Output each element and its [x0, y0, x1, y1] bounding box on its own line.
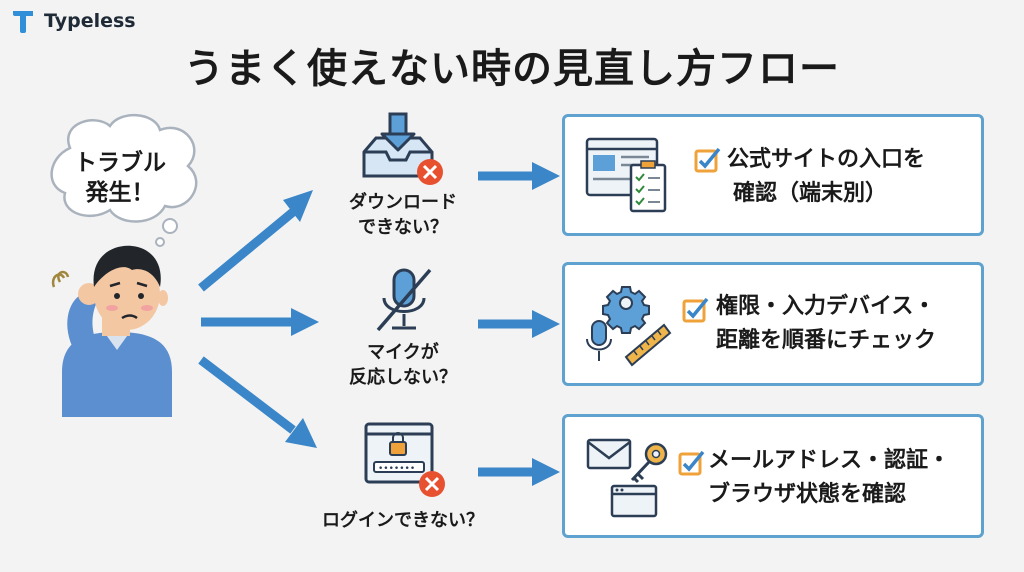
check-download-line-1: 公式サイトの入口を: [727, 147, 926, 172]
check-login-text: メールアドレス・認証・ ブラウザ状態を確認: [708, 444, 950, 512]
envelope-icon: [586, 438, 632, 470]
trouble-line-2: 発生！: [85, 180, 155, 206]
arrow-to-download: [198, 208, 296, 292]
browser-window-icon: [610, 484, 658, 518]
check-mic-text: 権限・入力デバイス・ 距離を順番にチェック: [716, 290, 936, 358]
check-login-line-2: ブラウザ状態を確認: [708, 482, 907, 507]
issue-login-line-1: ログインできない？: [322, 510, 484, 531]
checkbox-icon: [694, 147, 721, 173]
arrow-to-login: [198, 356, 296, 434]
thought-bubble: [50, 113, 198, 247]
ruler-icon: [624, 323, 672, 367]
check-mic-line-1: 権限・入力デバイス・: [716, 294, 936, 319]
checkbox-icon: [682, 297, 709, 323]
settings-tools-icon: [586, 286, 672, 367]
locked-login-window-icon: •••••••: [364, 422, 445, 497]
branch-arrows: [198, 190, 319, 448]
gear-icon: [602, 286, 650, 334]
slash-mark: [376, 268, 432, 332]
mail-key-browser-icon: [586, 438, 668, 518]
page-title: うまく使えない時の見直し方フロー: [184, 46, 840, 92]
muted-microphone-icon: [376, 268, 432, 332]
brand-name: Typeless: [44, 10, 136, 32]
key-icon: [630, 442, 668, 484]
download-tray-icon: [362, 112, 443, 185]
trouble-bubble-text: トラブル 発生！: [60, 148, 180, 208]
check-mic-line-2: 距離を順番にチェック: [716, 328, 937, 353]
microphone-icon: [586, 320, 612, 361]
check-download-text: 公式サイトの入口を 確認（端末別）: [727, 143, 925, 211]
issue-download-line-1: ダウンロード: [349, 192, 457, 213]
issue-login-label: ログインできない？: [298, 508, 508, 533]
check-download-line-2: 確認（端末別）: [733, 181, 888, 206]
check-box-login: [562, 414, 984, 538]
issue-mic-line-1: マイクが: [367, 342, 439, 363]
issue-mic-line-2: 反応しない？: [349, 367, 457, 388]
svg-text:•••••••: •••••••: [378, 464, 415, 474]
brand-logo: Typeless: [10, 8, 136, 34]
trouble-line-1: トラブル: [74, 150, 166, 176]
error-x-icon: [419, 471, 445, 497]
issue-mic-label: マイクが 反応しない？: [318, 340, 488, 390]
confused-person-illustration: [51, 245, 172, 417]
typeless-logo-icon: [13, 11, 33, 33]
check-login-line-1: メールアドレス・認証・: [708, 448, 951, 473]
issue-download-label: ダウンロード できない？: [318, 190, 488, 240]
right-arrows: [478, 162, 560, 486]
error-x-icon: [417, 159, 443, 185]
website-checklist-icon: [585, 137, 667, 213]
issue-download-line-2: できない？: [358, 217, 448, 238]
checkbox-icon: [678, 450, 705, 476]
